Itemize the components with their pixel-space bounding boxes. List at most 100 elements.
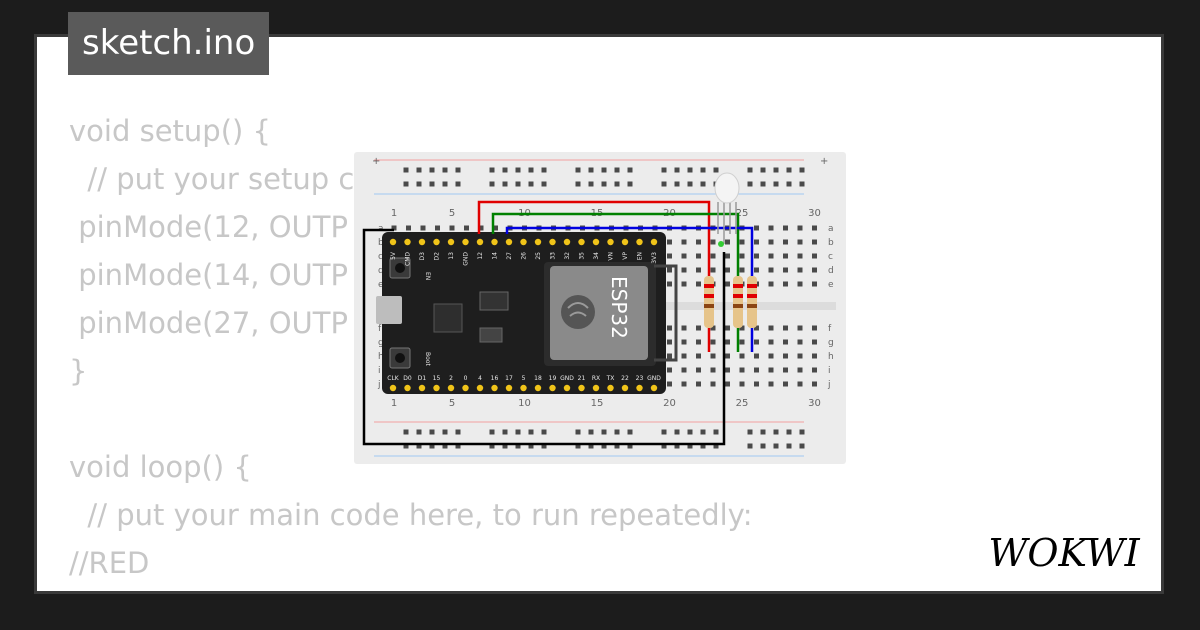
wokwi-logo[interactable]: WOKWI: [976, 526, 1152, 578]
rail-hole: [541, 181, 547, 187]
breadboard-hole: [696, 267, 701, 273]
resistor-blue[interactable]: [747, 276, 757, 328]
rail-hole: [429, 443, 435, 449]
pin-label: GND: [463, 252, 470, 266]
breadboard-hole: [754, 381, 759, 387]
header-pin[interactable]: [636, 384, 643, 392]
breadboard-hole: [696, 381, 701, 387]
rail-hole: [416, 443, 422, 449]
header-pin[interactable]: [578, 238, 585, 246]
header-pin[interactable]: [607, 384, 614, 392]
code-line: pinMode(14, OUTP: [69, 258, 348, 292]
header-pin[interactable]: [418, 238, 426, 246]
header-pin[interactable]: [592, 384, 600, 392]
header-pin[interactable]: [389, 384, 397, 392]
column-number: 30: [808, 208, 821, 219]
rail-hole: [541, 443, 547, 449]
resistor-red-band-1: [704, 284, 714, 288]
header-pin[interactable]: [404, 238, 411, 246]
header-pin[interactable]: [534, 384, 542, 392]
header-pin[interactable]: [433, 384, 440, 392]
header-pin[interactable]: [476, 238, 484, 246]
breadboard-hole: [710, 367, 716, 373]
header-pin[interactable]: [636, 238, 643, 246]
rail-hole: [502, 443, 508, 449]
breadboard-hole: [739, 239, 745, 245]
breadboard-hole: [812, 225, 817, 231]
rail-hole: [627, 429, 633, 435]
header-pin[interactable]: [433, 238, 440, 246]
header-pin[interactable]: [418, 384, 426, 392]
sketch-card: void setup() { // put your setup c pinMo…: [34, 34, 1164, 594]
rail-hole: [502, 429, 508, 435]
header-pin[interactable]: [462, 238, 469, 246]
header-pin[interactable]: [404, 384, 411, 392]
header-pin[interactable]: [520, 384, 527, 392]
rail-hole: [575, 429, 581, 435]
breadboard-hole: [812, 381, 817, 387]
rail-hole: [601, 167, 607, 173]
esp32-board[interactable]: ESP32 EN Boot 3V3ENVPVN34353233252627141…: [376, 232, 678, 394]
breadboard-hole: [667, 339, 672, 345]
header-pin[interactable]: [534, 238, 542, 246]
breadboard-hole: [725, 367, 730, 373]
row-letter: f: [378, 324, 382, 334]
breadboard-hole: [725, 281, 730, 287]
pin-label: 35: [579, 252, 586, 260]
rail-hole: [773, 443, 779, 449]
header-pin[interactable]: [563, 238, 571, 246]
wire-black[interactable]: [362, 228, 726, 446]
header-pin[interactable]: [563, 384, 571, 392]
header-pin[interactable]: [578, 384, 585, 392]
rail-hole: [713, 429, 719, 435]
breadboard-hole: [710, 325, 716, 331]
breadboard-hole: [812, 281, 817, 287]
header-pin[interactable]: [607, 238, 614, 246]
pin-label: 17: [505, 375, 513, 382]
rail-hole: [528, 181, 534, 187]
breadboard-hole: [725, 267, 730, 273]
rail-hole: [575, 181, 581, 187]
header-pin[interactable]: [549, 238, 556, 246]
resistor-red[interactable]: [704, 276, 714, 328]
row-letter: j: [377, 380, 381, 390]
pin-label: 19: [549, 375, 557, 382]
breadboard-hole: [696, 367, 701, 373]
header-pin[interactable]: [549, 384, 556, 392]
breadboard-hole: [797, 325, 803, 331]
header-pin[interactable]: [520, 238, 527, 246]
rail-hole: [442, 181, 448, 187]
header-pin[interactable]: [462, 384, 469, 392]
header-pin[interactable]: [650, 238, 658, 246]
header-pin[interactable]: [491, 384, 498, 392]
resistor-green[interactable]: [733, 276, 743, 328]
breadboard-hole: [768, 325, 774, 331]
header-pin[interactable]: [447, 238, 455, 246]
breadboard-hole: [725, 253, 730, 259]
header-pin[interactable]: [592, 238, 600, 246]
header-pin[interactable]: [650, 384, 658, 392]
breadboard-hole: [710, 239, 716, 245]
usb-port[interactable]: [376, 296, 402, 324]
header-pin[interactable]: [621, 384, 629, 392]
en-button-cap: [395, 263, 405, 273]
header-pin[interactable]: [389, 238, 397, 246]
rail-hole: [429, 429, 435, 435]
header-pin[interactable]: [621, 238, 629, 246]
pin-label: VP: [622, 252, 629, 260]
breadboard-hole: [667, 253, 672, 259]
header-pin[interactable]: [476, 384, 484, 392]
breadboard-hole: [754, 339, 759, 345]
resistor-blue-band-1: [747, 284, 757, 288]
rail-hole: [588, 429, 594, 435]
rgb-led[interactable]: [714, 172, 740, 247]
resistor-blue-body: [747, 276, 757, 328]
header-pin[interactable]: [491, 238, 498, 246]
rail-hole: [489, 167, 495, 173]
header-pin[interactable]: [505, 238, 513, 246]
rail-hole: [528, 429, 534, 435]
code-line: // put your main code here, to run repea…: [69, 498, 753, 532]
header-pin[interactable]: [505, 384, 513, 392]
file-tab[interactable]: sketch.ino: [68, 12, 270, 75]
header-pin[interactable]: [447, 384, 455, 392]
